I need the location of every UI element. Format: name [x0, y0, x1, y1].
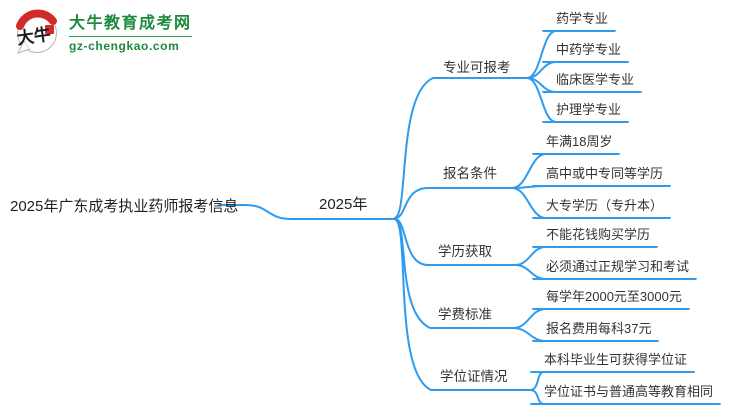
root-node: 2025年广东成考执业药师报考信息 — [10, 198, 239, 215]
center-node-2025: 2025年 — [319, 196, 368, 213]
branch-label-tuition: 学费标准 — [438, 307, 492, 322]
leaf-node: 药学专业 — [542, 10, 617, 32]
leaf-node: 临床医学专业 — [542, 71, 643, 93]
branch-label-requirements: 报名条件 — [443, 166, 497, 181]
branch-label-majors: 专业可报考 — [443, 60, 511, 75]
leaf-node: 学位证书与普通高等教育相同 — [530, 383, 722, 405]
leaf-node: 报名费用每科37元 — [532, 320, 660, 342]
site-name: 大牛教育成考网 — [69, 15, 192, 37]
branch-label-degree: 学位证情况 — [440, 369, 508, 384]
leaf-node: 每学年2000元至3000元 — [532, 288, 690, 310]
leaf-node: 必须通过正规学习和考试 — [532, 258, 698, 280]
site-logo-icon: 大牛 — [14, 9, 60, 59]
leaf-node: 大专学历（专升本） — [532, 197, 672, 219]
leaf-node: 本科毕业生可获得学位证 — [530, 351, 696, 373]
site-logo: 大牛 大牛教育成考网 gz-chengkao.com — [14, 9, 192, 59]
leaf-node: 护理学专业 — [542, 101, 630, 123]
branch-label-diploma: 学历获取 — [438, 244, 492, 259]
badge-calligraphy-text: 大牛 — [16, 24, 52, 49]
leaf-node: 中药学专业 — [542, 41, 630, 63]
site-domain: gz-chengkao.com — [69, 39, 180, 53]
leaf-node: 年满18周岁 — [532, 133, 621, 155]
leaf-node: 高中或中专同等学历 — [532, 165, 672, 187]
leaf-node: 不能花钱购买学历 — [532, 226, 659, 248]
